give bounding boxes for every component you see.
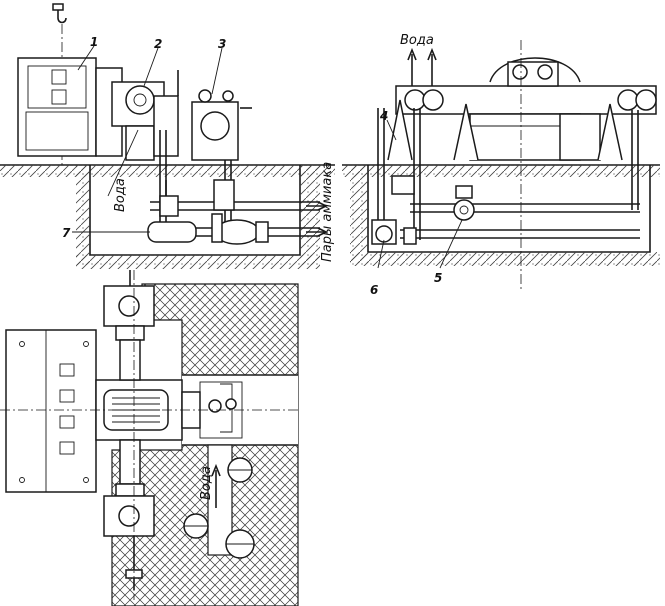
water-label-left: Вода: [113, 178, 128, 212]
ammonia-vapors-label: Пары аммиака: [320, 162, 335, 262]
plan-view: Вода: [0, 270, 300, 606]
water-label-plan: Вода: [199, 466, 214, 500]
callout-7: 7: [62, 226, 71, 240]
callout-1: 1: [90, 35, 98, 49]
left-elevation-view: 1 2 3 7 Вода Пары аммиака: [0, 3, 335, 269]
unit-1-panel: [17, 57, 123, 157]
callout-3: 3: [218, 37, 226, 51]
plan-cylinder-top: [103, 270, 155, 381]
callout-4: 4: [379, 109, 388, 123]
callout-2: 2: [154, 37, 162, 51]
condenser-3: [191, 89, 252, 161]
receiver-7: [147, 213, 269, 245]
callout-5: 5: [434, 271, 442, 285]
water-label-top: Вода: [400, 33, 434, 48]
right-elevation-view: Вода: [342, 33, 660, 297]
callout-6: 6: [370, 283, 378, 297]
compressor-unit-right: [395, 57, 657, 161]
plan-panel: [5, 329, 97, 493]
